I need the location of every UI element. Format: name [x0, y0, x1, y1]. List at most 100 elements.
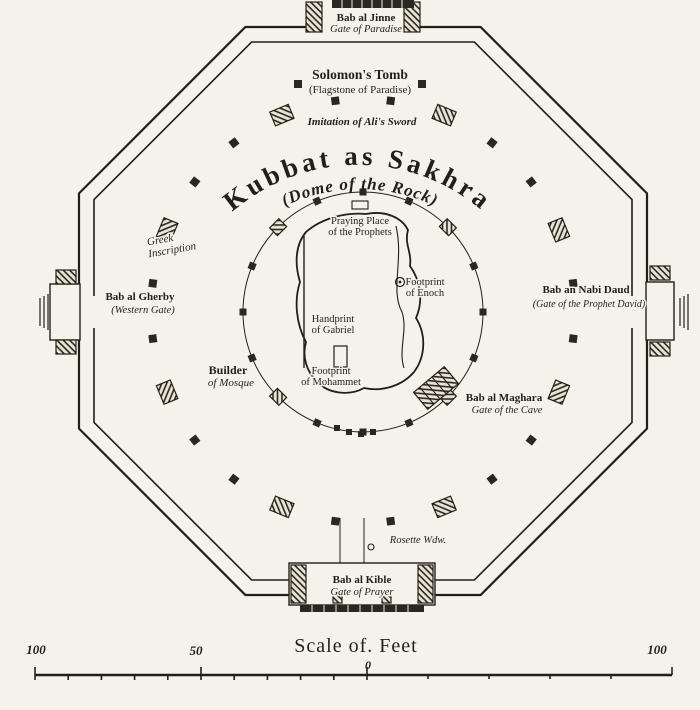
- label-gate-south-name: Bab al Kible: [333, 574, 392, 586]
- arcade-column: [330, 516, 340, 526]
- label-builder-1: Builder: [209, 363, 248, 377]
- colonnade-column: [404, 418, 414, 428]
- arcade-pier: [547, 216, 571, 243]
- label-gate-cave-sub: Gate of the Cave: [472, 405, 543, 416]
- gate-north-jamb-left: [305, 1, 323, 33]
- arcade-column: [486, 473, 498, 485]
- rock-outline: [295, 200, 425, 394]
- gate-west-jamb-top: [55, 269, 77, 285]
- gate-south-step-lines: [311, 605, 409, 612]
- scale-title: Scale of. Feet: [294, 635, 417, 657]
- label-enoch-1: Footprint: [405, 277, 444, 288]
- label-gate-north-sub: Gate of Paradise: [330, 24, 402, 35]
- colonnade-column: [312, 196, 322, 206]
- label-gate-west-sub: (Western Gate): [111, 305, 175, 316]
- gate-north: [305, 0, 421, 40]
- footprint-enoch-dot: [398, 280, 402, 284]
- gate-south-column-right: [381, 593, 392, 604]
- label-solomons-tomb-sub: (Flagstone of Paradise): [309, 84, 411, 96]
- scale-left-100: 100: [26, 642, 46, 657]
- gate-east-porch: [645, 281, 675, 341]
- colonnade-column: [469, 261, 479, 271]
- rock-inner-contour: [395, 225, 405, 369]
- arcade-pier: [431, 103, 458, 127]
- inner-colonnade-supports: [239, 188, 487, 436]
- arcade-pier: [155, 216, 179, 243]
- arcade-column: [330, 96, 340, 106]
- gate-north-steps: [332, 0, 414, 8]
- arcade-column: [228, 473, 240, 485]
- arcade-column: [148, 334, 158, 344]
- cave-stairs: [412, 365, 460, 411]
- gate-north-opening: [322, 4, 404, 40]
- scale-right-100: 100: [647, 642, 667, 657]
- footprint-mohammet-marker: [333, 345, 348, 368]
- colonnade-column: [247, 261, 257, 271]
- label-praying-1: Praying Place: [331, 216, 389, 227]
- arcade-column: [228, 137, 240, 149]
- colonnade-column: [469, 353, 479, 363]
- label-builder-2: of Mosque: [208, 377, 254, 389]
- arcade-column: [148, 278, 158, 288]
- gate-west-steps: [39, 294, 49, 330]
- label-rosette: Rosette Wdw.: [389, 535, 446, 546]
- footprint-enoch-marker: [394, 276, 406, 288]
- label-gabriel-1: Handprint: [312, 314, 355, 325]
- arcade-pier: [547, 379, 571, 406]
- colonnade-column: [359, 188, 367, 196]
- label-alis-sword: Imitation of Ali's Sword: [307, 116, 417, 128]
- outer-wall: [77, 25, 649, 597]
- colonnade-pier: [268, 387, 288, 407]
- rosette-marker: [367, 543, 375, 551]
- label-gabriel-2: of Gabriel: [312, 325, 355, 336]
- south-circle-cluster: [334, 425, 376, 437]
- gate-east: [630, 265, 689, 357]
- scale-bar: Scale of. Feet 100 50 0 100: [26, 635, 673, 680]
- cave-stairs-block: [412, 365, 460, 411]
- label-gate-east-sub: (Gate of the Prophet David): [533, 299, 646, 310]
- gate-east-steps: [679, 294, 689, 330]
- label-gate-north-name: Bab al Jinne: [337, 12, 396, 24]
- gate-east-opening: [630, 296, 650, 328]
- gate-north-step-lines: [341, 0, 403, 8]
- label-gate-south-sub: Gate of Prayer: [331, 587, 395, 598]
- praying-place-marker: [351, 200, 369, 210]
- arcade-pier: [155, 379, 179, 406]
- label-solomons-tomb: Solomon's Tomb: [312, 67, 408, 82]
- misc-column-bases: [294, 80, 426, 551]
- scale-zero: 0: [365, 658, 371, 672]
- colonnade-column: [312, 418, 322, 428]
- rock-edge: [295, 212, 425, 394]
- scale-mid-50: 50: [190, 643, 204, 658]
- label-mohammet-2: of Mohammet: [301, 377, 361, 388]
- gate-south-jamb-right: [417, 564, 434, 604]
- gate-west: [39, 269, 96, 355]
- gate-south-approach-lines: [339, 518, 365, 563]
- arcade-column: [386, 516, 396, 526]
- label-praying-2: of the Prophets: [328, 227, 392, 238]
- label-gate-west-name: Bab al Gherby: [105, 291, 175, 303]
- gate-south: [288, 518, 436, 612]
- arcade-pier: [268, 495, 295, 519]
- arcade-column: [189, 434, 201, 446]
- gate-west-jamb-bottom: [55, 339, 77, 355]
- scale-ticks: [34, 667, 673, 680]
- gate-west-porch: [49, 283, 81, 341]
- gate-south-column-left: [332, 593, 343, 604]
- colonnade-pier: [438, 217, 458, 237]
- label-gate-cave-name: Bab al Maghara: [466, 392, 543, 404]
- colonnade-pier: [268, 217, 288, 237]
- arcade-column: [189, 176, 201, 188]
- label-mohammet-1: Footprint: [311, 366, 350, 377]
- octagonal-arcade-ring: [148, 96, 578, 526]
- gate-west-opening: [76, 296, 96, 328]
- colonnade-column: [247, 353, 257, 363]
- arcade-column: [525, 176, 537, 188]
- gate-south-steps: [300, 605, 424, 612]
- label-gate-east-name: Bab an Nabi Daud: [542, 284, 629, 296]
- arcade-column: [525, 434, 537, 446]
- inner-wall-octagon: [93, 41, 633, 581]
- gate-east-jamb-bottom: [649, 341, 671, 357]
